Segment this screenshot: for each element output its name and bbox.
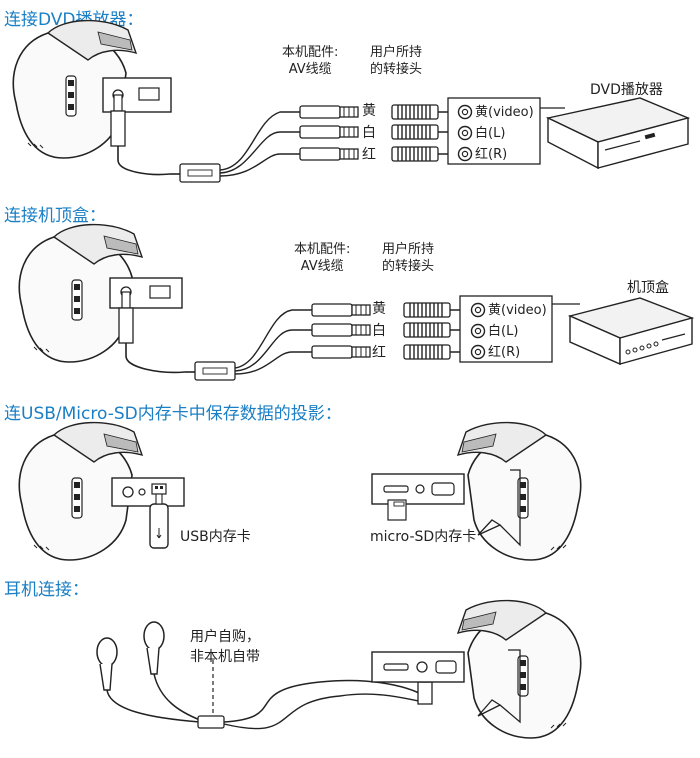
section-heading-earphone: 耳机连接： — [4, 580, 89, 600]
section-heading-usb-sd: 连USB/Micro-SD内存卡中保存数据的投影： — [4, 404, 342, 424]
earphones-icon — [96, 621, 433, 730]
projector-icon — [457, 599, 582, 739]
set-top-box-icon — [567, 297, 695, 366]
rca-jack-icon — [457, 104, 473, 162]
dvd-player-icon — [545, 97, 691, 170]
micro-sd-label: micro-SD内存卡 — [370, 529, 477, 545]
rca-plug-icon — [299, 105, 359, 161]
adapter-plug-icon — [403, 302, 460, 360]
device-label-settopbox: 机顶盒 — [627, 280, 669, 296]
av-cable-icon — [118, 291, 312, 381]
adapter-label-settopbox: 用户所持 的转接头 — [382, 242, 435, 274]
color-labels-dvd: 黄 白 红 — [362, 103, 376, 163]
adapter-label-dvd: 用户所持 的转接头 — [370, 45, 423, 77]
jack-label-right-dvd: 红(R) — [475, 147, 508, 162]
cable-label-settopbox: 本机配件: AV线缆 — [294, 242, 351, 274]
jack-label-left-settopbox: 白(L) — [488, 324, 519, 339]
rca-jack-icon — [470, 302, 486, 360]
jack-label-video-dvd: 黄(video) — [475, 105, 534, 120]
rca-plug-icon — [311, 303, 371, 359]
micro-sd-card-icon — [387, 499, 407, 521]
av-cable-icon — [110, 94, 300, 183]
earphone-note: 用户自购， 非本机自带 — [190, 629, 260, 665]
device-label-dvd: DVD播放器 — [590, 82, 663, 98]
usb-label: USB内存卡 — [180, 529, 251, 545]
section-heading-settopbox: 连接机顶盒： — [4, 206, 106, 226]
jack-label-video-settopbox: 黄(video) — [488, 303, 547, 318]
usb-drive-icon — [149, 483, 169, 549]
jack-label-left-dvd: 白(L) — [475, 126, 506, 141]
color-labels-settopbox: 黄 白 红 — [372, 301, 386, 361]
jack-label-right-settopbox: 红(R) — [488, 345, 521, 360]
projector-icon — [457, 421, 582, 561]
cable-label-dvd: 本机配件: AV线缆 — [282, 45, 339, 77]
adapter-plug-icon — [391, 104, 448, 162]
